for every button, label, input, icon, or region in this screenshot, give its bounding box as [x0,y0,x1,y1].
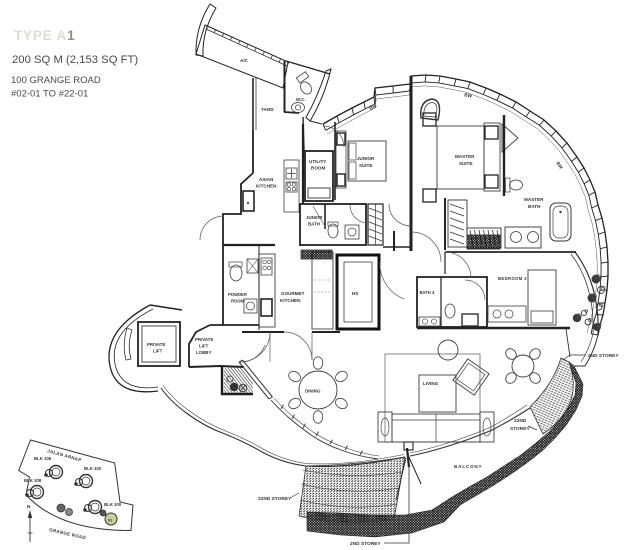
svg-text:LIFT: LIFT [199,344,209,349]
svg-text:JUNIOR: JUNIOR [306,215,323,220]
svg-text:2ND STOREY: 2ND STOREY [350,541,381,547]
svg-text:GOURMET: GOURMET [281,291,305,296]
svg-text:W.C.: W.C. [296,97,306,102]
svg-text:JUNIOR: JUNIOR [357,156,375,161]
svg-text:KITCHEN: KITCHEN [280,298,301,303]
svg-text:YARD: YARD [261,107,274,112]
svg-text:PRIVATE: PRIVATE [195,337,213,342]
svg-text:MASTER: MASTER [524,197,544,202]
svg-text:BW: BW [555,161,564,171]
svg-text:01: 01 [108,518,113,523]
svg-text:BW: BW [369,103,379,111]
svg-text:STOREY: STOREY [510,426,530,432]
svg-text:BW: BW [464,92,473,99]
svg-text:BLK 102: BLK 102 [84,466,102,471]
svg-text:A/C: A/C [240,58,249,63]
svg-text:#02-01 TO #22-01: #02-01 TO #22-01 [11,89,88,100]
svg-text:22ND STOREY: 22ND STOREY [258,496,292,502]
svg-text:BLK 106: BLK 106 [34,456,52,461]
svg-text:LIFT: LIFT [153,349,163,354]
svg-text:N: N [27,504,31,510]
svg-text:BEDROOM 2: BEDROOM 2 [498,276,527,281]
svg-text:200 SQ M (2,153 SQ FT): 200 SQ M (2,153 SQ FT) [12,54,138,66]
svg-text:BATH: BATH [528,204,541,209]
svg-text:MASTER: MASTER [455,154,475,159]
svg-text:ROOM: ROOM [231,299,245,304]
svg-text:BALCONY: BALCONY [454,464,482,469]
svg-text:UTILITY: UTILITY [309,159,326,164]
svg-text:BLK 108: BLK 108 [24,478,42,483]
svg-text:TYPE A1: TYPE A1 [14,28,75,43]
svg-text:BATH: BATH [308,222,320,227]
svg-text:POWDER: POWDER [228,292,247,297]
svg-text:DINING: DINING [305,389,321,394]
svg-text:KITCHEN: KITCHEN [256,184,277,189]
svg-text:2ND STOREY: 2ND STOREY [588,353,619,359]
svg-text:BLK 100: BLK 100 [104,502,122,507]
svg-text:22ND: 22ND [514,418,527,424]
svg-text:SUITE: SUITE [359,163,373,168]
svg-text:ROOM: ROOM [311,166,325,171]
svg-text:HS: HS [352,291,358,296]
svg-text:SUITE: SUITE [459,161,473,166]
svg-text:ASIAN: ASIAN [259,177,274,182]
svg-text:100 GRANGE ROAD: 100 GRANGE ROAD [11,75,101,86]
svg-text:PRIVATE: PRIVATE [147,342,165,347]
svg-text:LOBBY: LOBBY [196,350,211,355]
svg-text:LIVING: LIVING [423,381,439,386]
svg-text:BATH 3: BATH 3 [420,290,435,295]
